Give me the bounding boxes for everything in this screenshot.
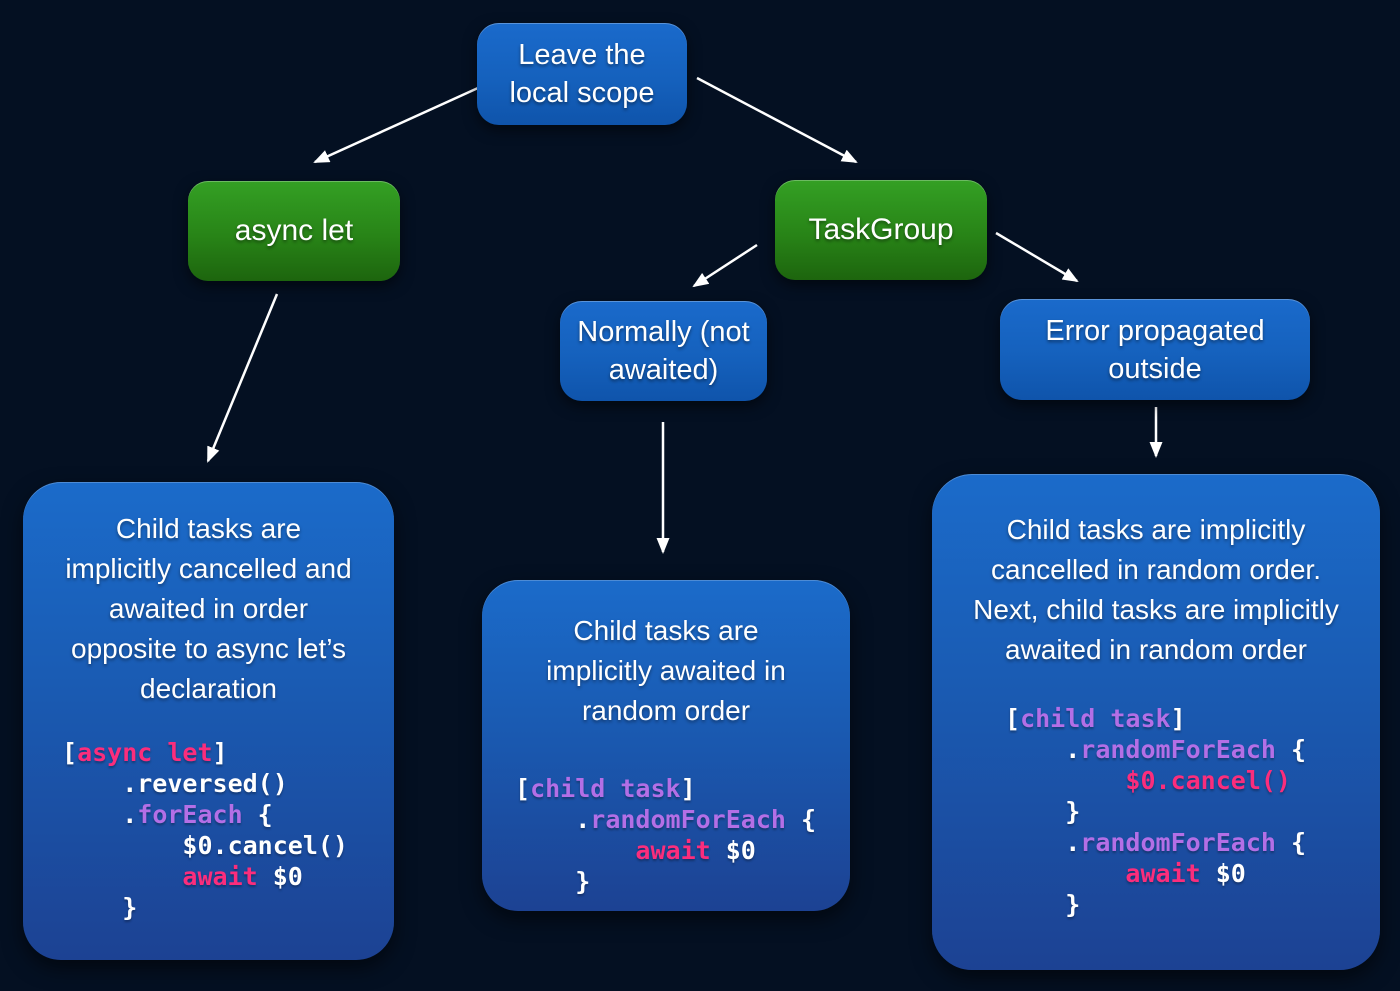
node-error-propagated-outside: Error propagated outside (1000, 299, 1310, 400)
node-async-let: async let (188, 181, 400, 281)
code-block-error-propagated: [child task] .randomForEach { $0.cancel(… (1005, 704, 1307, 919)
arrow-root-to-async-let (313, 86, 479, 164)
detail-box-error-propagated: Child tasks are implicitly cancelled in … (932, 474, 1380, 970)
node-leave-local-scope: Leave the local scope (477, 23, 687, 125)
detail-box-async-let: Child tasks are implicitly cancelled and… (23, 482, 394, 960)
arrow-taskgroup-to-error (995, 231, 1079, 283)
detail-text-normally: Child tasks are implicitly awaited in ra… (546, 615, 786, 726)
arrow-root-to-taskgroup (696, 76, 858, 164)
arrow-async-let-to-detail (206, 293, 279, 463)
node-taskgroup: TaskGroup (775, 180, 987, 280)
detail-box-normally: Child tasks are implicitly awaited in ra… (482, 580, 850, 911)
arrow-taskgroup-to-normally (692, 243, 758, 288)
detail-text-error-propagated: Child tasks are implicitly cancelled in … (973, 514, 1339, 665)
code-block-async-let: [async let] .reversed() .forEach { $0.ca… (62, 738, 348, 922)
node-normally-not-awaited: Normally (not awaited) (560, 301, 767, 401)
detail-text-async-let: Child tasks are implicitly cancelled and… (65, 513, 352, 704)
code-block-normally: [child task] .randomForEach { await $0 } (515, 774, 817, 896)
